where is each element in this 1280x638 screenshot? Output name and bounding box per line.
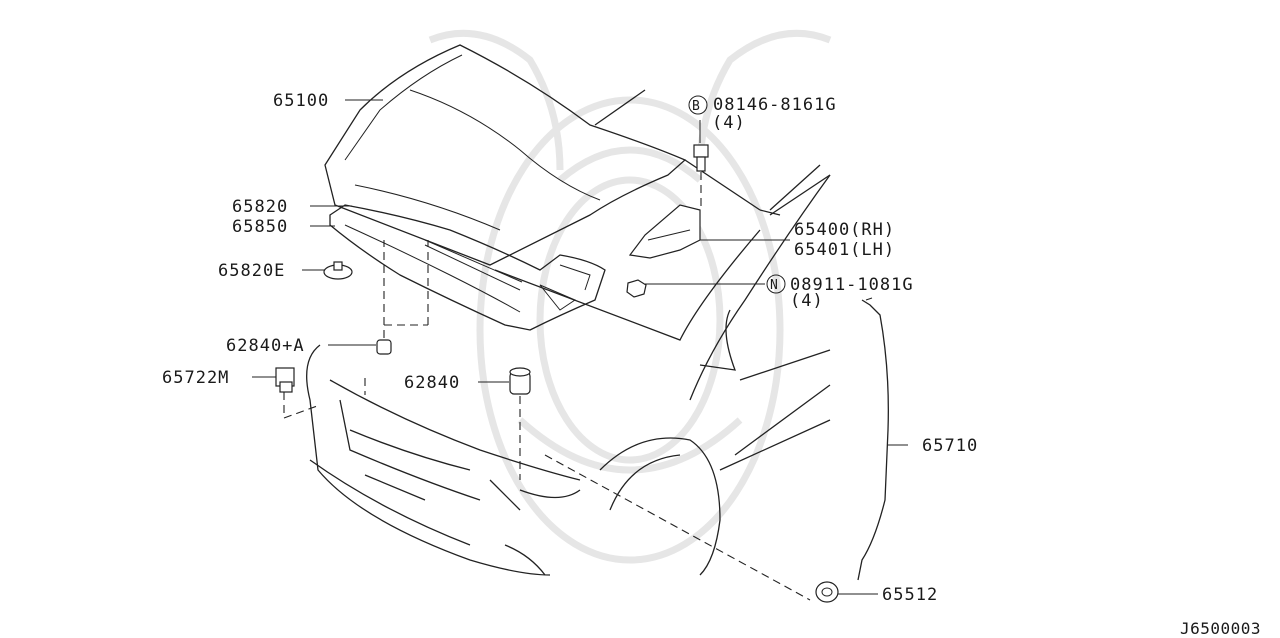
label-stopper: 62840 [404,373,460,393]
label-grommet: 65512 [882,585,938,605]
diagram-id: J6500003 [1180,619,1261,638]
hood-hinge [628,204,701,259]
hood-insulator [329,204,606,331]
label-hinge-rh: 65400(RH) [794,220,895,240]
nut-icon [626,279,647,298]
label-stopper-a: 62840+A [226,336,305,356]
label-clip: 65820E [218,261,285,281]
label-lock: 65722M [162,368,229,388]
clip-icon [323,261,353,280]
label-hinge-lh: 65401(LH) [794,240,895,260]
label-nut-symbol: N [770,278,778,293]
bolt-icon [693,144,709,210]
bolt-symbol-circle [688,95,708,115]
grommet-icon [544,454,839,603]
label-nut-qty: (4) [790,291,824,311]
label-support-rod: 65710 [922,436,978,456]
label-bolt-symbol: B [692,99,700,114]
label-bolt-part: 08146-8161G [713,95,837,115]
label-nut-part: 08911-1081G [790,275,914,295]
label-insulator: 65850 [232,217,288,237]
watermark-emblem [428,29,832,564]
stopper-icon [509,367,531,480]
lock-icon [275,367,366,419]
label-hood: 65100 [273,91,329,111]
leader-lines [252,99,908,595]
car-body [306,44,831,576]
nut-symbol-circle [766,274,786,294]
label-bolt-qty: (4) [712,113,746,133]
callout-labels: 65100 65820 65850 65820E 62840+A 65722M … [162,91,1261,638]
label-seal-front: 65820 [232,197,288,217]
stopper-a-icon [376,240,429,355]
support-rod [857,297,889,581]
